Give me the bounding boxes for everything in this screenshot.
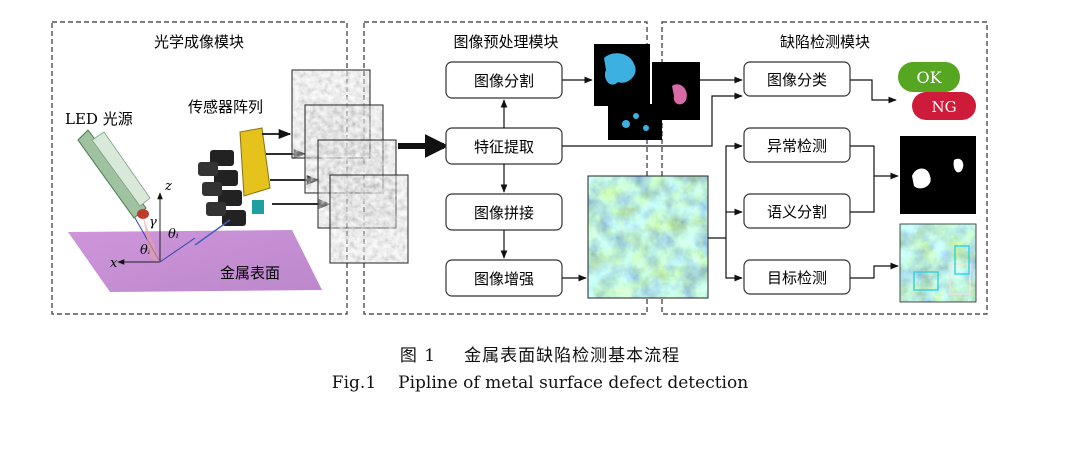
segmentation-result-images — [594, 44, 700, 140]
metal-surface-label: 金属表面 — [220, 264, 280, 282]
feature-extraction-box: 特征提取 — [445, 127, 563, 165]
ok-label: OK — [916, 68, 942, 87]
object-box: 目标检测 — [743, 259, 851, 295]
anomaly-box: 异常检测 — [743, 127, 851, 163]
object-label: 目标检测 — [767, 269, 827, 287]
object-detection-output-image — [899, 223, 977, 303]
ng-label: NG — [931, 98, 956, 116]
optical-module-title: 光学成像模块 — [154, 33, 244, 51]
led-light-source — [77, 129, 160, 262]
axis-z-label: z — [164, 179, 172, 194]
angle-theta-right-label: θᵢ — [168, 227, 179, 242]
captured-image-stack — [291, 69, 409, 264]
axis-x-label: x — [110, 256, 118, 271]
sensor-array-label: 传感器阵列 — [188, 98, 263, 116]
detection-module-title: 缺陷检测模块 — [780, 33, 870, 51]
led-label: LED 光源 — [65, 110, 133, 128]
preprocess-module-title: 图像预处理模块 — [453, 33, 558, 51]
classification-box: 图像分类 — [743, 61, 851, 97]
caption-en-number: Fig.1 — [331, 373, 377, 393]
figure-caption-chinese: 图 1 金属表面缺陷检测基本流程 — [0, 341, 1080, 366]
caption-en-text: Pipline of metal surface defect detectio… — [398, 373, 749, 393]
optical-illustration: z x γ θᵢ θᵢ LED 光源 传感器阵列 金属表面 — [65, 98, 332, 292]
feature-extraction-label: 特征提取 — [474, 138, 534, 156]
sensor-array — [194, 127, 271, 246]
stitching-box: 图像拼接 — [445, 193, 563, 231]
segmentation-label: 图像分割 — [474, 72, 534, 90]
semantic-box: 语义分割 — [743, 193, 851, 229]
classification-label: 图像分类 — [767, 71, 827, 89]
pipeline-diagram: 光学成像模块 图像预处理模块 缺陷检测模块 z x γ θᵢ θᵢ — [51, 21, 988, 315]
caption-cn-number: 图 1 — [399, 346, 437, 366]
angle-theta-label: θᵢ — [140, 243, 151, 258]
caption-cn-text: 金属表面缺陷检测基本流程 — [464, 346, 681, 366]
metal-surface-plane — [68, 230, 322, 292]
anomaly-label: 异常检测 — [767, 137, 827, 155]
mask-output-image — [900, 136, 976, 214]
semantic-label: 语义分割 — [767, 203, 827, 221]
enhancement-label: 图像增强 — [474, 270, 534, 288]
enhancement-box: 图像增强 — [445, 259, 563, 297]
angle-gamma-label: γ — [149, 215, 157, 230]
stitching-label: 图像拼接 — [474, 204, 534, 222]
enhanced-image — [587, 175, 709, 299]
detection-module-frame — [661, 21, 988, 315]
ok-ng-output: OK NG — [898, 62, 976, 120]
figure-caption-english: Fig.1 Pipline of metal surface defect det… — [0, 373, 1080, 393]
segmentation-box: 图像分割 — [445, 61, 563, 99]
